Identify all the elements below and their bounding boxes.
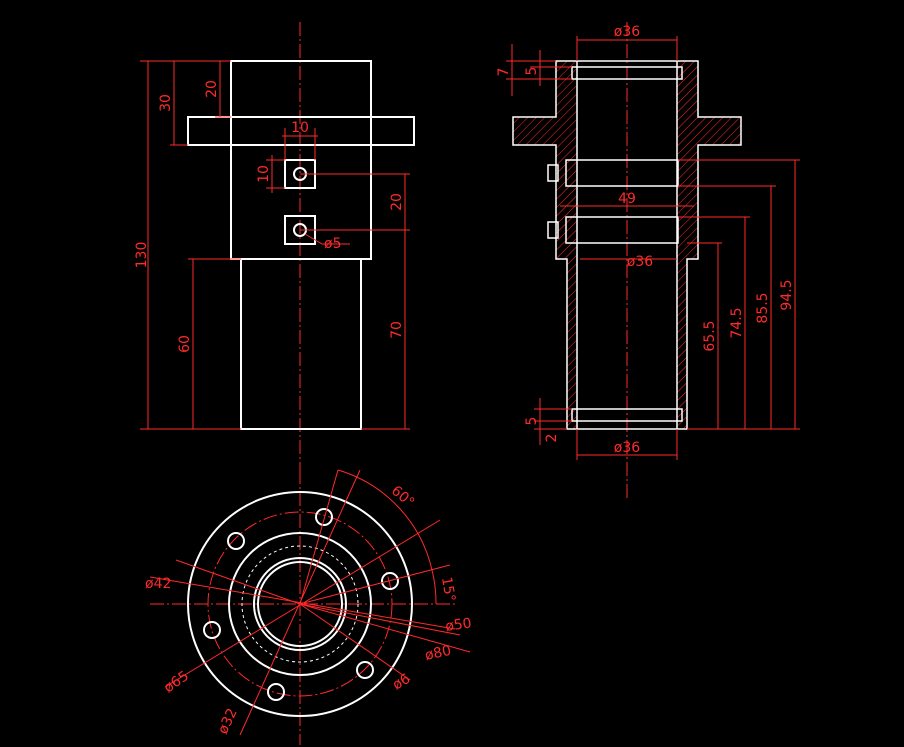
bolt-pitch-circle: [207, 511, 393, 697]
dim-5-bottom-label: 5: [524, 417, 540, 426]
flange-plate: [187, 116, 415, 146]
bolt-hole-4: [267, 683, 285, 701]
section-right-wall: [676, 60, 742, 430]
port-channel-upper: [565, 159, 679, 187]
angle-15-label: 15°: [438, 576, 458, 603]
bolt-hole-3: [356, 661, 374, 679]
dim-30-label: 30: [158, 94, 174, 112]
dim-phi65-label: ø65: [161, 668, 192, 696]
dim-5-top-label: 5: [524, 67, 540, 76]
dim-phi50-label: ø50: [444, 615, 472, 635]
dim-49-label: 49: [618, 191, 636, 207]
dim-20-top-label: 20: [204, 80, 220, 98]
hidden-groove-circle: [241, 545, 359, 663]
dim-phi36-bottom-label: ø36: [614, 440, 640, 456]
dim-2-label: 2: [544, 434, 560, 443]
bolt-hole-2: [381, 572, 399, 590]
body-circle: [228, 532, 372, 676]
outer-flange-circle: [187, 491, 413, 717]
dim-phi5-label: ø5: [324, 236, 341, 252]
front-dimension-lines: [140, 60, 410, 430]
section-view: ø36 7 5 49 ø36 65.5 74.5 85.5 94.5 5 2 ø…: [496, 22, 800, 500]
section-left-wall: [512, 60, 578, 430]
lower-tube: [240, 258, 362, 430]
dim-phi6-label: ø6: [390, 671, 413, 694]
section-dimension-lines: [506, 36, 800, 460]
dim-74-5-label: 74.5: [729, 307, 745, 338]
dim-60-label: 60: [177, 335, 193, 353]
dim-10-vertical-label: 10: [256, 165, 272, 183]
dim-20-mid-label: 20: [389, 193, 405, 211]
dim-10-horizontal-label: 10: [291, 120, 309, 136]
groove-top: [571, 66, 683, 80]
angle-60-label: 60°: [388, 483, 417, 511]
bolt-hole-5: [203, 621, 221, 639]
dim-130-label: 130: [134, 242, 150, 269]
dim-phi36-top-label: ø36: [614, 24, 640, 40]
front-view: 130 30 20 10 10 20 ø5 60 70: [134, 22, 415, 470]
bore-inner-circle: [257, 561, 343, 647]
dim-phi32-label: ø32: [215, 706, 241, 737]
dim-94-5-label: 94.5: [779, 279, 795, 310]
bolt-hole-1: [315, 508, 333, 526]
dim-65-5-label: 65.5: [702, 320, 718, 351]
dim-phi42-label: ø42: [145, 576, 171, 592]
dim-phi36-mid-label: ø36: [627, 254, 653, 270]
dim-phi80-label: ø80: [424, 643, 453, 664]
dim-70-label: 70: [389, 321, 405, 339]
groove-bottom: [571, 408, 683, 422]
dim-7-label: 7: [496, 68, 512, 77]
top-view: 60° 15° ø42 ø50 ø80 ø65 ø6 ø32: [145, 469, 473, 745]
dim-85-5-label: 85.5: [755, 292, 771, 323]
top-dimension-lines: [149, 469, 471, 736]
port-channel-lower: [565, 216, 679, 244]
bolt-hole-6: [227, 532, 245, 550]
bore-outer-circle: [253, 557, 347, 651]
